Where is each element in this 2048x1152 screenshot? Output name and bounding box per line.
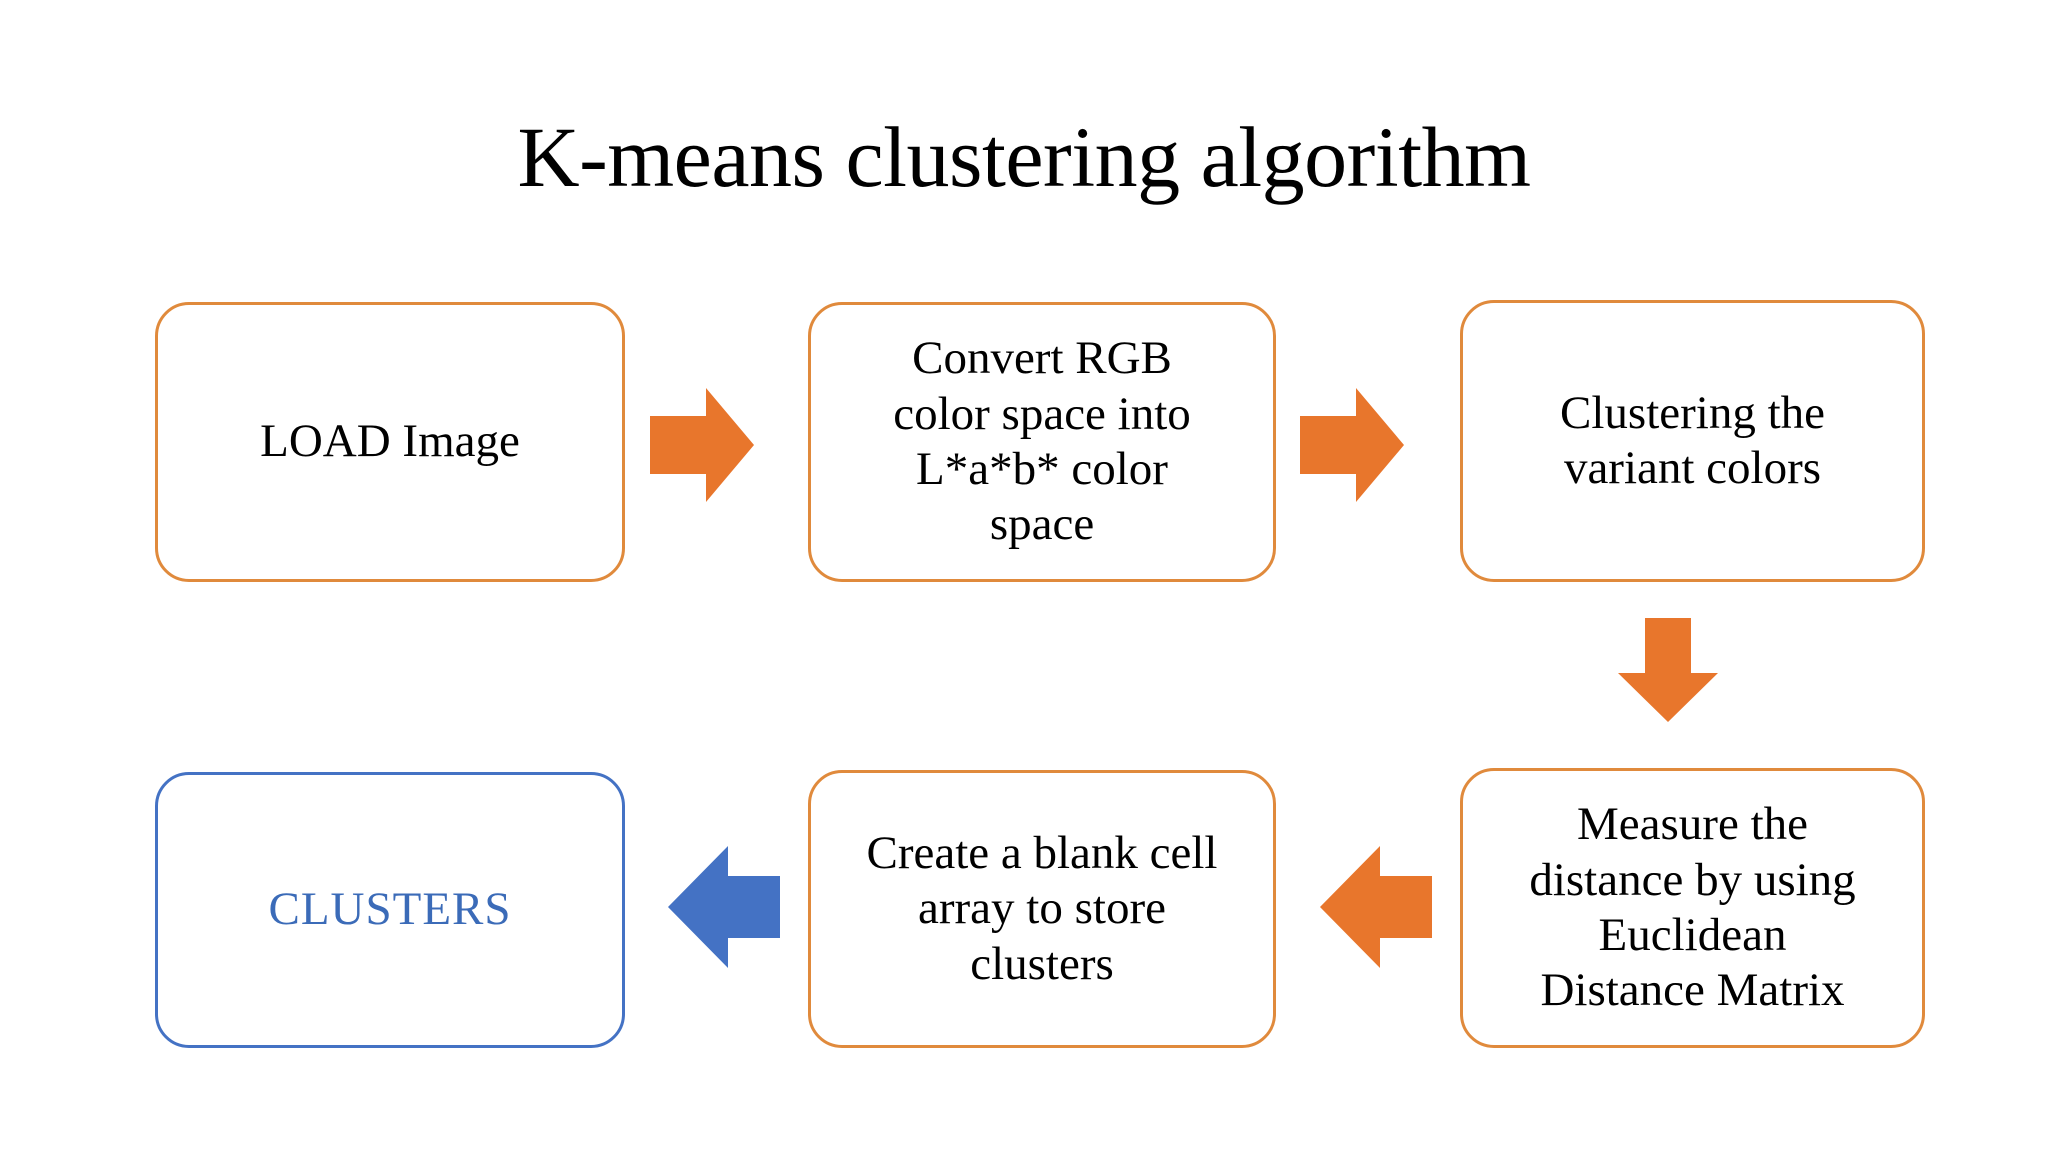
arrow-right-icon xyxy=(1300,388,1404,502)
flow-node-label: Convert RGB color space into L*a*b* colo… xyxy=(893,332,1191,551)
arrow-left-icon xyxy=(1320,846,1432,968)
flow-node-measure-distance[interactable]: Measure the distance by using Euclidean … xyxy=(1460,768,1925,1048)
flow-node-label: Create a blank cell array to store clust… xyxy=(866,826,1218,990)
arrow-right-icon xyxy=(650,388,754,502)
flow-node-label: CLUSTERS xyxy=(268,883,512,936)
arrow-left-icon xyxy=(668,846,780,968)
page-title: K-means clustering algorithm xyxy=(517,109,1531,205)
flow-node-create-cell-array[interactable]: Create a blank cell array to store clust… xyxy=(808,770,1276,1048)
flow-node-label: Clustering the variant colors xyxy=(1560,386,1825,494)
arrow-down-icon xyxy=(1618,618,1718,722)
flow-node-clustering-variant-colors[interactable]: Clustering the variant colors xyxy=(1460,300,1925,582)
flow-node-convert-rgb[interactable]: Convert RGB color space into L*a*b* colo… xyxy=(808,302,1276,582)
flow-node-clusters-output[interactable]: CLUSTERS xyxy=(155,772,625,1048)
flow-node-label: Measure the distance by using Euclidean … xyxy=(1529,798,1856,1017)
flow-node-label: LOAD Image xyxy=(260,415,520,468)
flow-node-load-image[interactable]: LOAD Image xyxy=(155,302,625,582)
